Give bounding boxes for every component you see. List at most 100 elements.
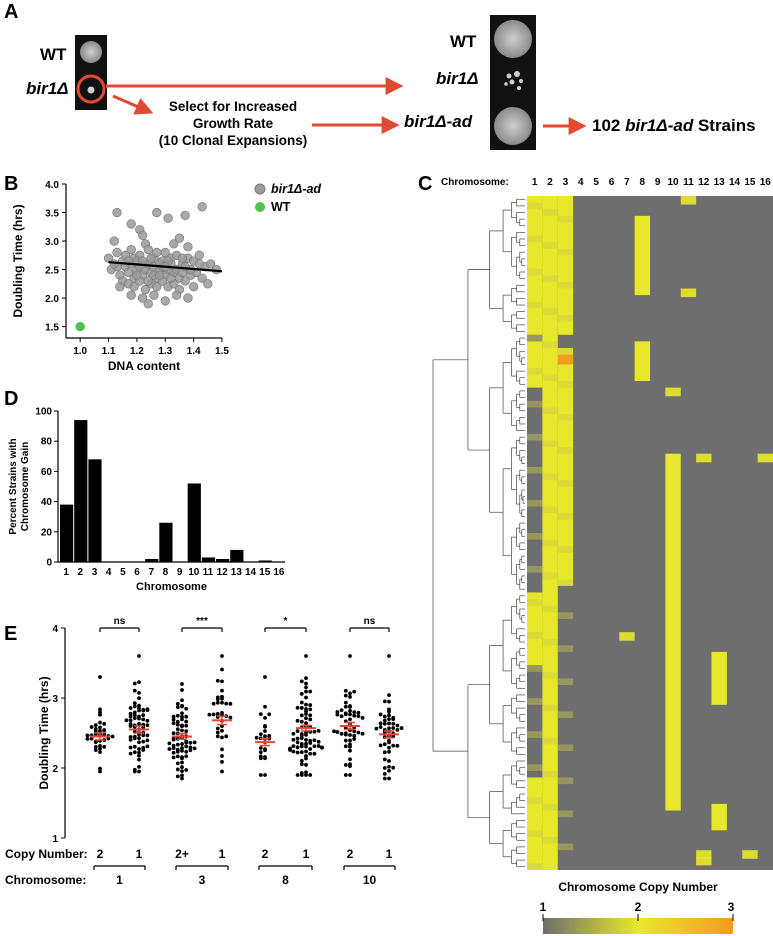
ad-strain-point [188,282,199,292]
data-point [102,721,107,726]
heatmap-cell [542,605,558,613]
data-point [308,707,313,712]
data-point [343,744,348,749]
data-point [220,769,224,774]
panel-d-ytick-label: 20 [41,527,53,538]
data-point [184,719,189,724]
heatmap-cell [542,803,558,811]
gain-block-chr3 [557,196,574,335]
data-point [254,735,259,740]
data-point [343,704,348,709]
heatmap-cell [557,843,574,851]
data-point [180,714,184,719]
data-point [308,751,313,756]
ad-strain-point [154,270,165,280]
panel-d-xtick-label: 9 [177,567,183,578]
wt-colony [80,41,102,63]
select-text-2: Growth Rate [193,116,274,131]
heatmap-spot [619,632,635,641]
data-point [308,703,313,707]
data-point [348,717,352,722]
data-point [175,713,180,718]
strains-text: 102 bir1Δ-ad Strains [592,116,756,135]
data-point [291,737,296,742]
significance-label: ns [114,616,126,627]
column-label: 2 [547,177,553,188]
data-point [141,717,146,722]
data-point [308,773,313,777]
data-point [93,723,98,728]
gain-block-chr1 [527,341,543,388]
heatmap-cell [527,632,543,639]
data-point [132,716,137,721]
data-point [304,712,308,716]
data-point [180,688,184,692]
select-text-1: Select for Increased [169,99,297,114]
data-point [299,700,304,705]
ad-strain-point [180,276,190,286]
data-point [316,739,321,744]
ad-strain-point [137,230,148,240]
heatmap-cell [527,830,543,837]
panel-e-ytick-label: 4 [52,624,58,635]
data-point [348,748,352,753]
data-point [132,750,137,755]
bar-chr7 [145,558,159,562]
data-point [132,701,137,706]
data-point [175,719,180,724]
data-point [220,754,224,758]
data-point [343,732,348,737]
colorbar-tick-1: 1 [540,900,547,914]
heatmap-cell [527,466,543,474]
panel-d-xtick-label: 3 [92,567,98,578]
result-bir1-colonies [504,71,523,90]
ad-strain-point [194,259,204,269]
heatmap-cell [557,248,574,256]
data-point [382,718,387,723]
data-point [188,745,193,750]
data-point [343,738,348,743]
data-point [316,744,321,748]
data-point [295,705,300,710]
data-point [137,753,141,758]
data-point [98,743,102,748]
data-point [228,701,233,706]
data-point [180,746,184,750]
heatmap-cell [527,433,543,441]
data-point [304,702,308,707]
data-point [106,736,111,741]
data-point [184,739,189,744]
data-point [295,740,300,745]
data-point [124,718,129,723]
ad-strain-point [203,279,213,289]
data-point [180,773,184,778]
heatmap [527,196,773,870]
heatmap-cell [527,367,543,375]
heatmap-cell [542,638,558,646]
bar-chr10 [187,483,201,562]
data-point [128,751,133,756]
data-point [98,707,102,712]
data-point [356,730,361,735]
gain-block-chr8 [634,215,650,296]
heatmap-spot [696,453,712,463]
data-point [171,721,176,726]
heatmap-cell [527,334,543,342]
column-label: 5 [593,177,599,188]
heatmap-cell [542,770,558,778]
data-point [132,713,137,718]
heatmap-spot [680,196,697,205]
heatmap-cell [527,268,543,276]
data-point [335,712,340,717]
legend-ad-label: bir1Δ-ad [271,182,321,196]
data-point [299,758,304,763]
data-point [304,716,308,721]
data-point [308,747,313,751]
panel-d-ytick-label: 0 [46,558,52,569]
panel-d-xtick-label: 11 [203,567,214,578]
data-point [295,745,300,750]
data-point [299,679,304,684]
data-point [304,749,308,754]
data-point [348,744,352,749]
